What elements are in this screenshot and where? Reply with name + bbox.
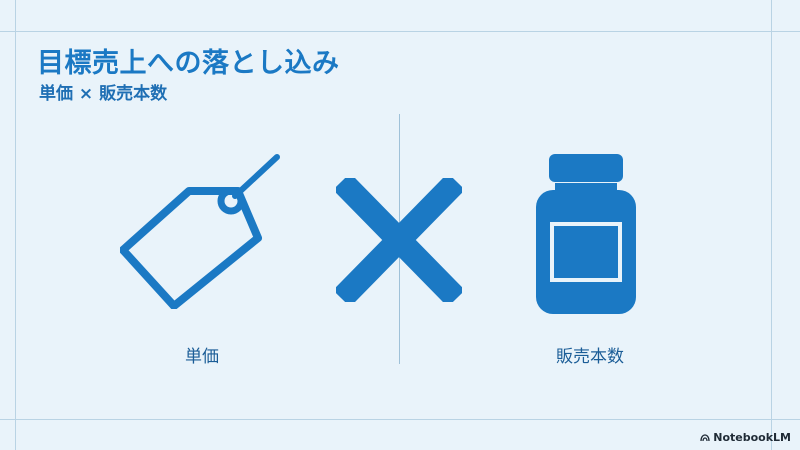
frame-top-line — [0, 31, 800, 32]
sales-quantity-label: 販売本数 — [556, 347, 624, 367]
unit-price-label: 単価 — [185, 347, 219, 367]
frame-bottom-line — [0, 419, 800, 420]
slide-subtitle: 単価 × 販売本数 — [39, 84, 168, 104]
bottle-icon — [536, 154, 636, 314]
multiply-icon — [336, 178, 462, 302]
slide-title: 目標売上への落とし込み — [37, 48, 340, 79]
frame-right-line — [771, 0, 772, 450]
notebooklm-watermark: NotebookLM — [700, 431, 791, 444]
frame-left-line — [15, 0, 16, 450]
brand-label: NotebookLM — [713, 431, 791, 444]
price-tag-icon — [120, 154, 280, 309]
notebooklm-logo-icon — [700, 434, 710, 442]
